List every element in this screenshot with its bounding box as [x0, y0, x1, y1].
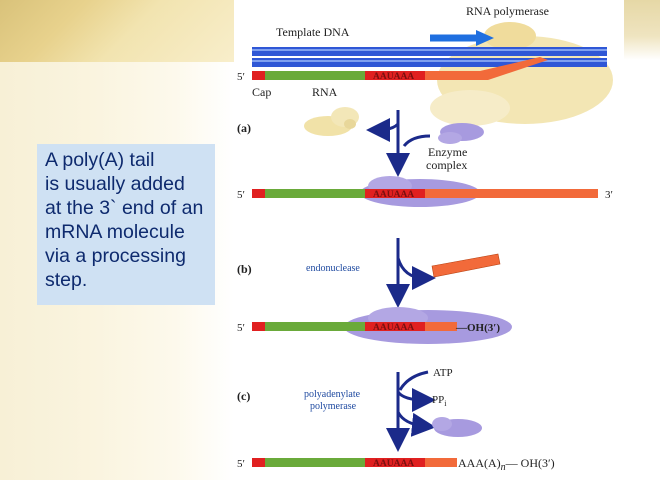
step-c-label: (c) [237, 389, 250, 403]
signal-sequence-top: AAUAAA [373, 72, 414, 82]
signal-sequence-b: AAUAAA [373, 323, 414, 333]
three-prime-label-a: 3′ [605, 189, 613, 201]
poly-a-explanation-box: A poly(A) tail is usually added at the 3… [37, 144, 215, 305]
endonuclease-label: endonuclease [306, 263, 360, 274]
released-enzyme-complex-c [432, 417, 482, 437]
template-dna-strands [252, 47, 607, 67]
cap-label: Cap [252, 85, 271, 99]
poly-a-tail-label: AAA(A)n— OH(3′) [458, 456, 555, 473]
atp-input-arrow [398, 370, 429, 391]
oh-three-prime-label-b: —OH(3′) [455, 322, 500, 334]
ppi-label: PPi [432, 394, 447, 408]
atp-label: ATP [433, 367, 453, 379]
mrna-strand-b [252, 322, 457, 331]
decorative-right-strip [624, 0, 660, 60]
nascent-rna-top [252, 57, 548, 80]
release-arrow [366, 117, 400, 142]
mrna-strand-a [252, 189, 598, 198]
ppi-release-arrow [396, 387, 436, 412]
template-dna-label: Template DNA [276, 25, 350, 39]
explanation-line-2: is usually added [45, 173, 185, 195]
five-prime-label-a: 5′ [237, 189, 245, 201]
explanation-line-3: at the 3` end of an [45, 197, 204, 219]
released-polymerase [304, 107, 359, 136]
enzyme-complex-label-2: complex [426, 158, 467, 172]
explanation-line-5: via a processing [45, 245, 186, 267]
explanation-line-4: mRNA molecule [45, 221, 185, 243]
step-b-label: (b) [237, 262, 252, 276]
enzyme-binding-arrow [402, 134, 431, 147]
cleaved-fragment [431, 253, 501, 278]
cleavage-arrow [396, 257, 436, 290]
rna-label: RNA [312, 85, 338, 99]
five-prime-label-b: 5′ [237, 322, 245, 334]
signal-sequence-a: AAUAAA [373, 190, 414, 200]
polyadenylate-polymerase-label-2: polymerase [310, 401, 357, 412]
decorative-header-art [0, 0, 234, 62]
mrna-strand-c [252, 458, 457, 467]
transcription-arrowhead [476, 30, 494, 46]
signal-sequence-c: AAUAAA [373, 459, 414, 469]
explanation-line-1: A poly(A) tail [45, 149, 155, 171]
explanation-line-6: step. [45, 269, 88, 291]
enzyme-complex-incoming [438, 123, 484, 144]
polyadenylate-polymerase-label-1: polyadenylate [304, 389, 361, 400]
step-a-label: (a) [237, 121, 251, 135]
five-prime-label-c: 5′ [237, 458, 245, 470]
five-prime-label-top: 5′ [237, 71, 245, 83]
polymerase-release-arrow [396, 411, 436, 437]
rna-polymerase-label: RNA polymerase [466, 4, 549, 18]
enzyme-complex-label-1: Enzyme [428, 145, 467, 159]
